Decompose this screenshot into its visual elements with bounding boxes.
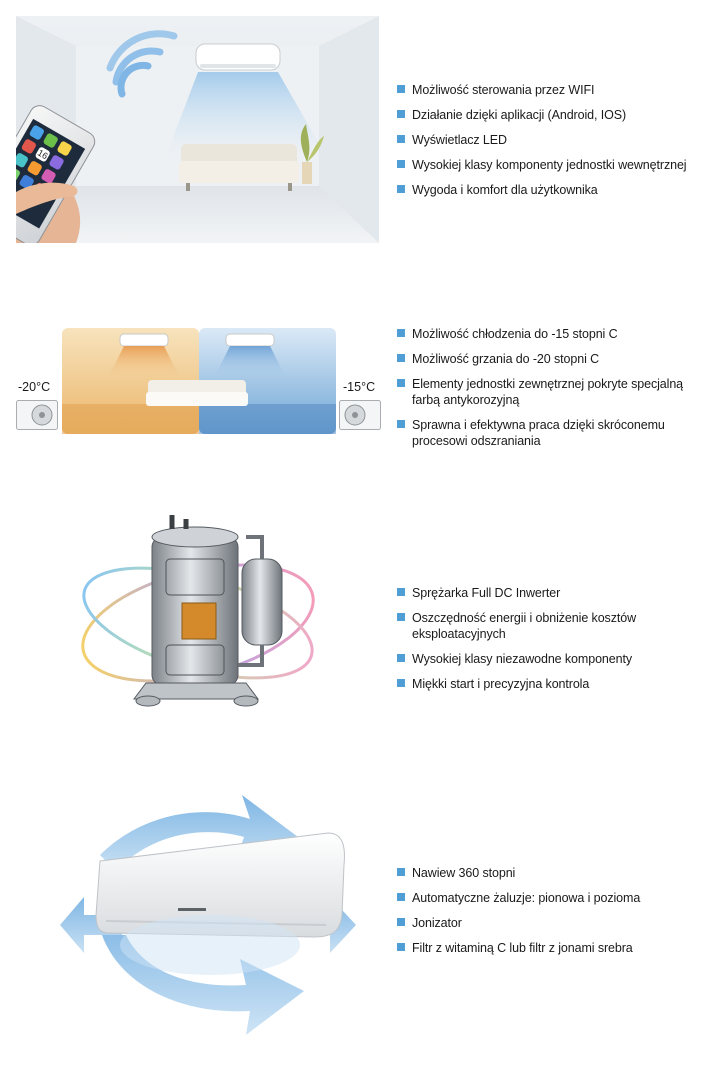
square-bullet-icon [397,160,405,168]
feature-item: Działanie dzięki aplikacji (Android, IOS… [397,107,686,123]
square-bullet-icon [397,110,405,118]
square-bullet-icon [397,135,405,143]
section-temperature: -20°C -15°C Możliwość chłodzenia do -15 … [0,300,720,480]
square-bullet-icon [397,918,405,926]
indoor-ac-unit [195,43,281,71]
feature-item: Wysokiej klasy komponenty jednostki wewn… [397,157,687,173]
square-bullet-icon [397,354,405,362]
outdoor-unit-left [16,400,58,430]
plant [300,124,324,184]
feature-item: Filtr z witaminą C lub filtr z jonami sr… [397,940,712,956]
feature-item: Wyświetlacz LED [397,132,686,148]
feature-item: Nawiew 360 stopni [397,865,712,881]
sofa [179,144,299,191]
compressor-body [151,515,239,686]
outdoor-unit-right [339,400,381,430]
square-bullet-icon [397,893,405,901]
feature-item: Elementy jednostki zewnętrznej pokryte s… [397,376,712,408]
section-compressor: Sprężarka Full DC Inwerter Oszczędność e… [0,505,720,725]
square-bullet-icon [397,943,405,951]
airflow-feature-list: Nawiew 360 stopni Automatyczne żaluzje: … [397,865,712,965]
square-bullet-icon [397,613,405,621]
feature-item: Możliwość sterowania przez WIFI [397,82,686,98]
airflow-illustration [60,785,360,1075]
square-bullet-icon [397,679,405,687]
square-bullet-icon [397,868,405,876]
compressor-illustration [70,515,325,723]
phone-calendar-date: 16 [36,148,50,162]
feature-item: Oszczędność energii i obniżenie kosztów … [397,610,717,642]
left-temperature-label: -20°C [18,380,51,394]
feature-item: Jonizator [397,915,712,931]
feature-item: Wysokiej klasy niezawodne komponenty [397,651,717,667]
warm-cool-room-illustration [62,328,336,434]
wifi-feature-list: Możliwość sterowania przez WIFI Działani… [397,82,687,207]
feature-item: Możliwość chłodzenia do -15 stopni C [397,326,712,342]
section-wifi: 16 Możliwość sterowania przez WIFI Dział… [0,0,720,260]
feature-item: Miękki start i precyzyjna kontrola [397,676,717,692]
square-bullet-icon [397,185,405,193]
accumulator [238,535,283,667]
square-bullet-icon [397,329,405,337]
wifi-room-illustration: 16 [16,16,379,243]
square-bullet-icon [397,85,405,93]
compressor-feature-list: Sprężarka Full DC Inwerter Oszczędność e… [397,585,717,701]
right-temperature-label: -15°C [343,380,376,394]
feature-item: Sprężarka Full DC Inwerter [397,585,717,601]
temperature-feature-list: Możliwość chłodzenia do -15 stopni C Moż… [397,326,712,458]
wifi-signal-icon [106,30,178,98]
square-bullet-icon [397,654,405,662]
square-bullet-icon [397,379,405,387]
sofa [146,380,248,406]
square-bullet-icon [397,420,405,428]
section-airflow: Nawiew 360 stopni Automatyczne żaluzje: … [0,780,720,1080]
feature-item: Automatyczne żaluzje: pionowa i pozioma [397,890,712,906]
feature-item: Sprawna i efektywna praca dzięki skrócon… [397,417,712,449]
feature-item: Wygoda i komfort dla użytkownika [397,182,686,198]
square-bullet-icon [397,588,405,596]
feature-item: Możliwość grzania do -20 stopni C [397,351,712,367]
